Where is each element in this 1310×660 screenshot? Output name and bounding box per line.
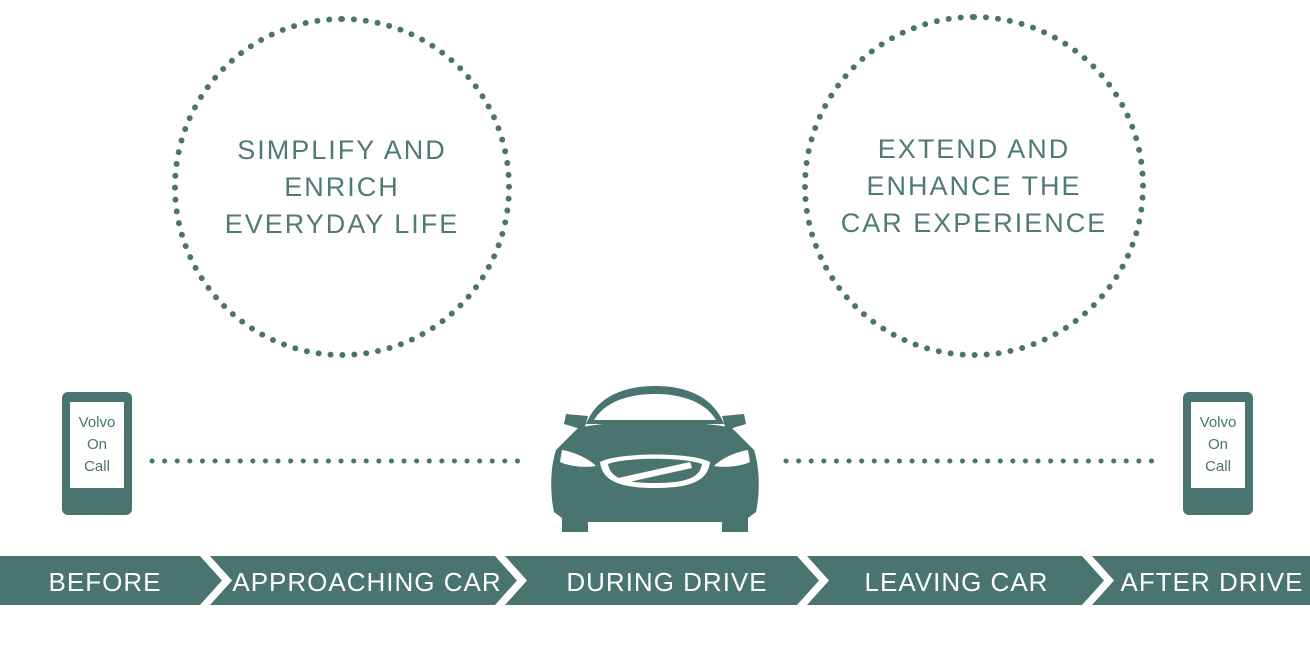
goal-right-line1: EXTEND AND — [877, 133, 1071, 164]
phone-left-line2: On — [86, 436, 107, 453]
phone-icon: Volvo On Call — [1183, 392, 1253, 515]
goal-left-line2: ENRICH — [284, 171, 400, 202]
goal-circle-left: SIMPLIFY AND ENRICH EVERYDAY LIFE — [172, 16, 512, 358]
phone-screen-left: Volvo On Call — [70, 402, 124, 488]
goal-circle-right: EXTEND AND ENHANCE THE CAR EXPERIENCE — [802, 14, 1146, 358]
stage-bar — [0, 556, 1310, 605]
stage-approaching-car: APPROACHING CAR — [232, 567, 502, 597]
phone-icon: Volvo On Call — [62, 392, 132, 515]
phone-right-line1: Volvo — [1199, 414, 1237, 431]
stage-during-drive: DURING DRIVE — [566, 567, 768, 597]
car-icon — [551, 386, 759, 532]
goal-left-line1: SIMPLIFY AND — [237, 134, 447, 165]
phone-right-line3: Call — [1205, 458, 1231, 475]
goal-right-line2: ENHANCE THE — [866, 170, 1082, 201]
stage-after-drive: AFTER DRIVE — [1120, 567, 1304, 597]
goal-right-line3: CAR EXPERIENCE — [840, 207, 1108, 238]
connector-dots-left — [149, 458, 531, 464]
phone-left-line1: Volvo — [78, 414, 116, 431]
phone-screen-right: Volvo On Call — [1191, 402, 1245, 488]
phone-left-line3: Call — [84, 458, 110, 475]
stage-leaving-car: LEAVING CAR — [864, 567, 1049, 597]
goal-left-line3: EVERYDAY LIFE — [224, 208, 460, 239]
phone-right-line2: On — [1207, 436, 1228, 453]
connector-dots-right — [783, 458, 1165, 464]
stage-before-drive: BEFORE DRIVE — [48, 567, 162, 649]
